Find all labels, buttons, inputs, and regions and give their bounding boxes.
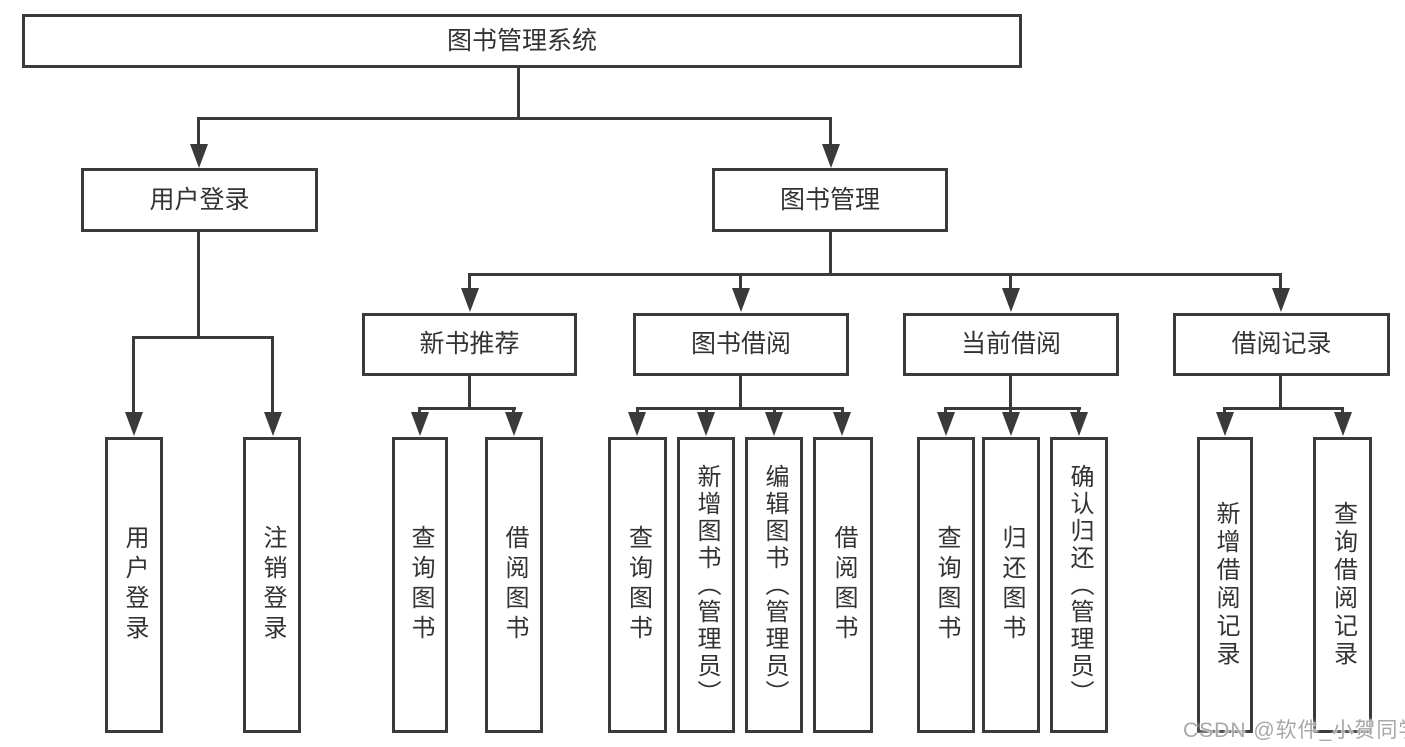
leaf-label: 借阅图书 bbox=[501, 525, 528, 645]
edge-vertical bbox=[1009, 273, 1012, 290]
arrow-down-icon bbox=[1216, 412, 1234, 436]
arrow-down-icon bbox=[411, 412, 429, 436]
arrow-down-icon bbox=[628, 412, 646, 436]
edge-vertical bbox=[829, 232, 832, 276]
edge-horizontal bbox=[636, 407, 844, 410]
node-label: 图书借阅 bbox=[690, 330, 791, 358]
leaf-label: 用户登录 bbox=[121, 525, 148, 645]
leaf-label: 新增借阅记录 bbox=[1212, 501, 1239, 669]
edge-vertical bbox=[829, 117, 832, 145]
node-label: 借阅记录 bbox=[1231, 330, 1332, 358]
edge-vertical bbox=[739, 376, 742, 410]
arrow-down-icon bbox=[1334, 412, 1352, 436]
node-label: 当前借阅 bbox=[960, 330, 1061, 358]
edge-vertical bbox=[841, 407, 844, 414]
leaf-query-book: 查询图书 bbox=[917, 437, 975, 733]
leaf-label: 确认归还（管理员） bbox=[1066, 463, 1093, 707]
edge-vertical bbox=[512, 407, 515, 414]
leaf-edit-book-admin: 编辑图书（管理员） bbox=[745, 437, 803, 733]
leaf-label: 新增图书（管理员） bbox=[693, 463, 720, 707]
edge-horizontal bbox=[132, 336, 274, 339]
leaf-label: 归还图书 bbox=[998, 525, 1025, 645]
edge-horizontal bbox=[418, 407, 516, 410]
edge-vertical bbox=[1341, 407, 1344, 414]
node-label: 新书推荐 bbox=[419, 330, 520, 358]
edge-vertical bbox=[517, 68, 520, 120]
edge-vertical bbox=[1279, 376, 1282, 410]
leaf-label: 编辑图书（管理员） bbox=[761, 463, 788, 707]
leaf-label: 查询图书 bbox=[933, 525, 960, 645]
edge-vertical bbox=[1223, 407, 1226, 414]
node-current-borrow: 当前借阅 bbox=[903, 313, 1119, 376]
arrow-down-icon bbox=[765, 412, 783, 436]
edge-horizontal bbox=[944, 407, 1081, 410]
leaf-label: 查询图书 bbox=[624, 525, 652, 645]
leaf-borrow-book: 借阅图书 bbox=[813, 437, 873, 733]
edge-vertical bbox=[636, 407, 639, 414]
arrow-down-icon bbox=[505, 412, 523, 436]
leaf-label: 查询图书 bbox=[407, 525, 434, 645]
arrow-down-icon bbox=[1002, 288, 1020, 312]
edge-vertical bbox=[1009, 407, 1012, 414]
edge-vertical bbox=[1279, 273, 1282, 290]
edge-horizontal bbox=[468, 273, 1282, 276]
arrow-down-icon bbox=[461, 288, 479, 312]
node-borrow-records: 借阅记录 bbox=[1173, 313, 1390, 376]
leaf-query-borrow-record: 查询借阅记录 bbox=[1313, 437, 1372, 733]
leaf-borrow-book: 借阅图书 bbox=[485, 437, 543, 733]
arrow-down-icon bbox=[264, 412, 282, 436]
leaf-query-book: 查询图书 bbox=[608, 437, 667, 733]
arrow-down-icon bbox=[833, 412, 851, 436]
leaf-user-login: 用户登录 bbox=[105, 437, 163, 733]
edge-vertical bbox=[197, 232, 200, 339]
leaf-label: 借阅图书 bbox=[830, 525, 857, 645]
edge-vertical bbox=[705, 407, 708, 414]
leaf-return-book: 归还图书 bbox=[982, 437, 1040, 733]
node-label: 用户登录 bbox=[149, 185, 250, 214]
edge-vertical bbox=[468, 376, 471, 410]
leaf-query-book: 查询图书 bbox=[392, 437, 448, 733]
edge-vertical bbox=[197, 117, 200, 145]
arrow-down-icon bbox=[1002, 412, 1020, 436]
leaf-label: 注销登录 bbox=[259, 525, 286, 645]
node-book-borrow: 图书借阅 bbox=[633, 313, 849, 376]
csdn-watermark: CSDN @软件_小贺同学 bbox=[1183, 719, 1405, 742]
edge-horizontal bbox=[1223, 407, 1344, 410]
node-label: 图书管理系统 bbox=[446, 26, 597, 55]
leaf-confirm-return-admin: 确认归还（管理员） bbox=[1050, 437, 1108, 733]
edge-vertical bbox=[773, 407, 776, 414]
edge-vertical bbox=[1009, 376, 1012, 410]
arrow-down-icon bbox=[1070, 412, 1088, 436]
leaf-add-book-admin: 新增图书（管理员） bbox=[677, 437, 735, 733]
edge-vertical bbox=[739, 273, 742, 290]
edge-vertical bbox=[132, 336, 135, 414]
arrow-down-icon bbox=[822, 144, 840, 168]
edge-horizontal bbox=[197, 117, 832, 120]
edge-vertical bbox=[271, 336, 274, 414]
node-library-management-system: 图书管理系统 bbox=[22, 14, 1022, 68]
arrow-down-icon bbox=[937, 412, 955, 436]
arrow-down-icon bbox=[1272, 288, 1290, 312]
node-new-book-recommend: 新书推荐 bbox=[362, 313, 577, 376]
arrow-down-icon bbox=[697, 412, 715, 436]
edge-vertical bbox=[418, 407, 421, 414]
edge-vertical bbox=[944, 407, 947, 414]
node-user-login: 用户登录 bbox=[81, 168, 318, 232]
arrow-down-icon bbox=[732, 288, 750, 312]
arrow-down-icon bbox=[125, 412, 143, 436]
leaf-add-borrow-record: 新增借阅记录 bbox=[1197, 437, 1253, 733]
node-book-management: 图书管理 bbox=[712, 168, 948, 232]
edge-vertical bbox=[468, 273, 471, 290]
arrow-down-icon bbox=[190, 144, 208, 168]
leaf-label: 查询借阅记录 bbox=[1329, 501, 1357, 669]
leaf-logout: 注销登录 bbox=[243, 437, 301, 733]
edge-vertical bbox=[1077, 407, 1080, 414]
node-label: 图书管理 bbox=[779, 185, 880, 214]
